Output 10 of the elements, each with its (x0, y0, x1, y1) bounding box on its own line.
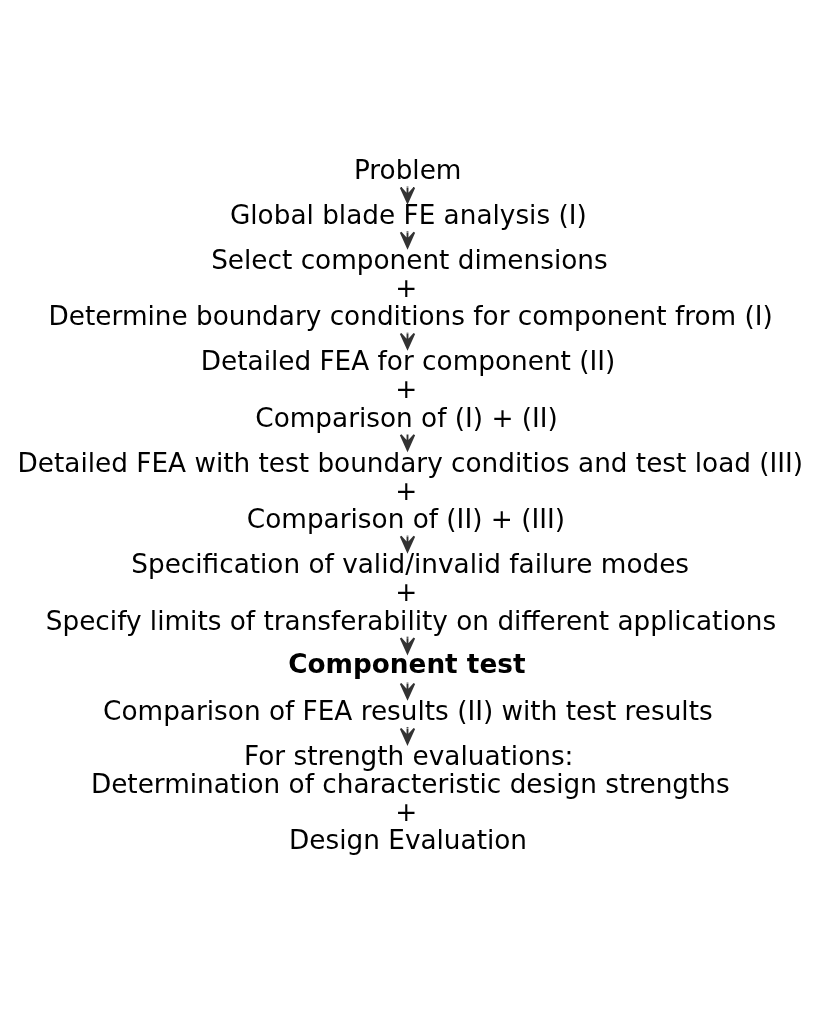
node-text: Problem (353, 154, 462, 185)
node-text: Detailed FEA for component (II) + Comparison of (I) + (II) (200, 346, 616, 433)
node-text: Global blade FE analysis (I) (229, 199, 587, 230)
node-text: Select component dimensions + Determine boundary conditions for component from (I) (48, 244, 773, 332)
node-text: For strength evaluations: Determination of characteristic design strengths + Design Evaluation (90, 740, 730, 856)
node-text: Specification of valid/invalid failure modes + Specify limits of transferability on different applications (45, 549, 777, 636)
node-text: Component test (288, 648, 526, 679)
node-text: Comparison of FEA results (II) with test results (103, 695, 713, 726)
node-text: Detailed FEA with test boundary conditios and test load (III) + Comparison of (II) + (III) (17, 447, 804, 535)
arrow (399, 433, 416, 451)
